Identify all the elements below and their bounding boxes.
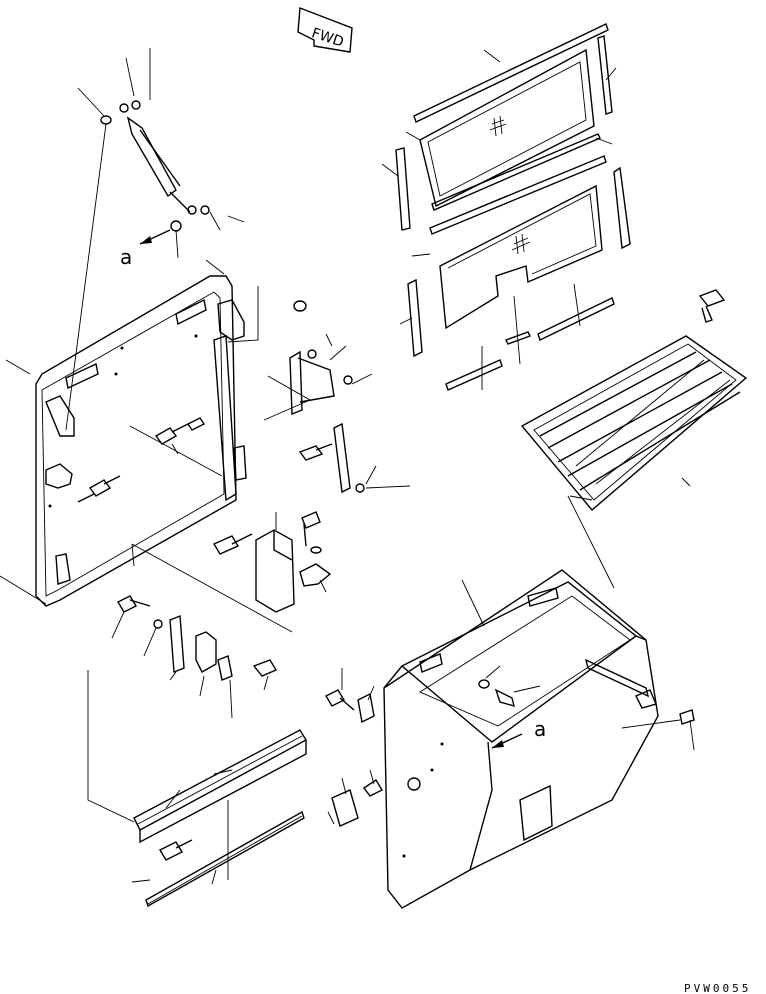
- tool-box: [383, 569, 659, 909]
- lower-hinge-parts: [117, 595, 278, 681]
- bolt-top-right: [698, 289, 726, 323]
- view-marker-a-left: a: [120, 245, 132, 269]
- door-panel: [35, 275, 247, 607]
- bracket-parts: [289, 300, 365, 494]
- screen-frame-lower: [407, 155, 631, 391]
- door-bolts: [77, 417, 206, 503]
- screen-frame-upper: [395, 23, 613, 231]
- grille-screen: [520, 335, 748, 511]
- fwd-arrow: FWD: [297, 7, 353, 53]
- view-arrow-right: a: [491, 717, 546, 749]
- gas-spring: [100, 100, 210, 232]
- view-arrow-left: a: [120, 229, 171, 269]
- hinge-bracket: [212, 511, 332, 613]
- tool-box-fasteners: [325, 679, 695, 827]
- lower-seal-strips: [133, 729, 307, 908]
- drawing-code: PVW0055: [684, 982, 751, 994]
- view-marker-a-right: a: [534, 717, 546, 741]
